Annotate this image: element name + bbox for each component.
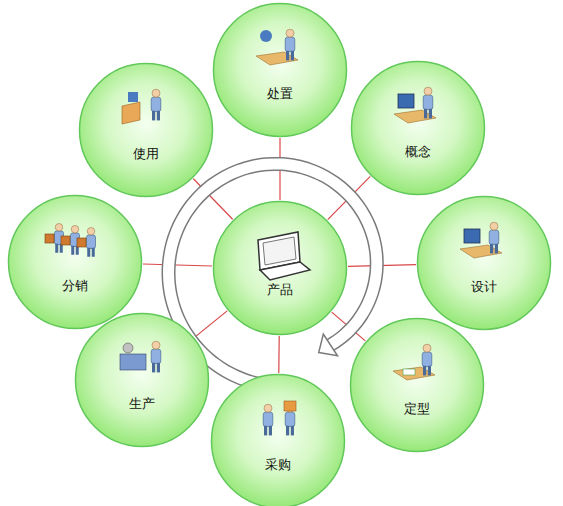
text-block: 分销 bbox=[7, 278, 143, 294]
stage-icon bbox=[263, 401, 296, 435]
stage-icon bbox=[394, 87, 436, 123]
stage-label: 定型 bbox=[404, 401, 430, 416]
text-block: 概念 bbox=[350, 144, 486, 160]
circle-shape bbox=[78, 62, 214, 198]
circle-shape bbox=[350, 60, 486, 196]
connector-line bbox=[195, 311, 227, 337]
text-block: 生产 bbox=[74, 396, 210, 412]
stage-icon bbox=[258, 232, 310, 280]
stage-circle: 处置 bbox=[212, 2, 348, 138]
stage-icon bbox=[460, 222, 502, 258]
stage-circle: 采购 bbox=[210, 373, 346, 506]
stage-icon bbox=[120, 341, 161, 372]
text-block: 定型 bbox=[349, 401, 485, 417]
stage-circle: 设计 bbox=[416, 195, 552, 331]
circle-shape bbox=[210, 373, 346, 506]
circle-shape bbox=[416, 195, 552, 331]
circle-shape bbox=[349, 317, 485, 453]
stage-label: 产品 bbox=[267, 282, 293, 297]
stage-circle: 定型 bbox=[349, 317, 485, 453]
stage-circle: 使用 bbox=[78, 62, 214, 198]
stage-icon bbox=[393, 344, 435, 380]
stage-circle: 分销 bbox=[7, 194, 143, 330]
stage-label: 处置 bbox=[267, 86, 293, 101]
text-block: 产品 bbox=[212, 282, 348, 298]
cycle-arrow-head bbox=[312, 334, 338, 363]
connector-line bbox=[143, 264, 212, 266]
text-block: 使用 bbox=[78, 146, 214, 162]
stage-label: 设计 bbox=[471, 279, 497, 294]
stage-label: 分销 bbox=[62, 278, 88, 293]
circle-shape bbox=[74, 312, 210, 448]
stage-label: 生产 bbox=[129, 396, 155, 411]
stage-icon bbox=[45, 224, 96, 257]
stage-circle: 生产 bbox=[74, 312, 210, 448]
stage-icon bbox=[256, 29, 298, 65]
text-block: 采购 bbox=[210, 457, 346, 473]
center-circle: 产品 bbox=[212, 200, 348, 336]
stage-label: 采购 bbox=[265, 457, 291, 472]
stage-label: 使用 bbox=[133, 146, 159, 161]
circle-shape bbox=[212, 2, 348, 138]
stage-label: 概念 bbox=[405, 144, 431, 159]
stage-icon bbox=[122, 89, 161, 124]
circle-shape bbox=[212, 200, 348, 336]
text-block: 处置 bbox=[212, 86, 348, 102]
connector-line bbox=[278, 336, 280, 373]
circle-shape bbox=[7, 194, 143, 330]
stage-circle: 概念 bbox=[350, 60, 486, 196]
text-block: 设计 bbox=[416, 279, 552, 295]
